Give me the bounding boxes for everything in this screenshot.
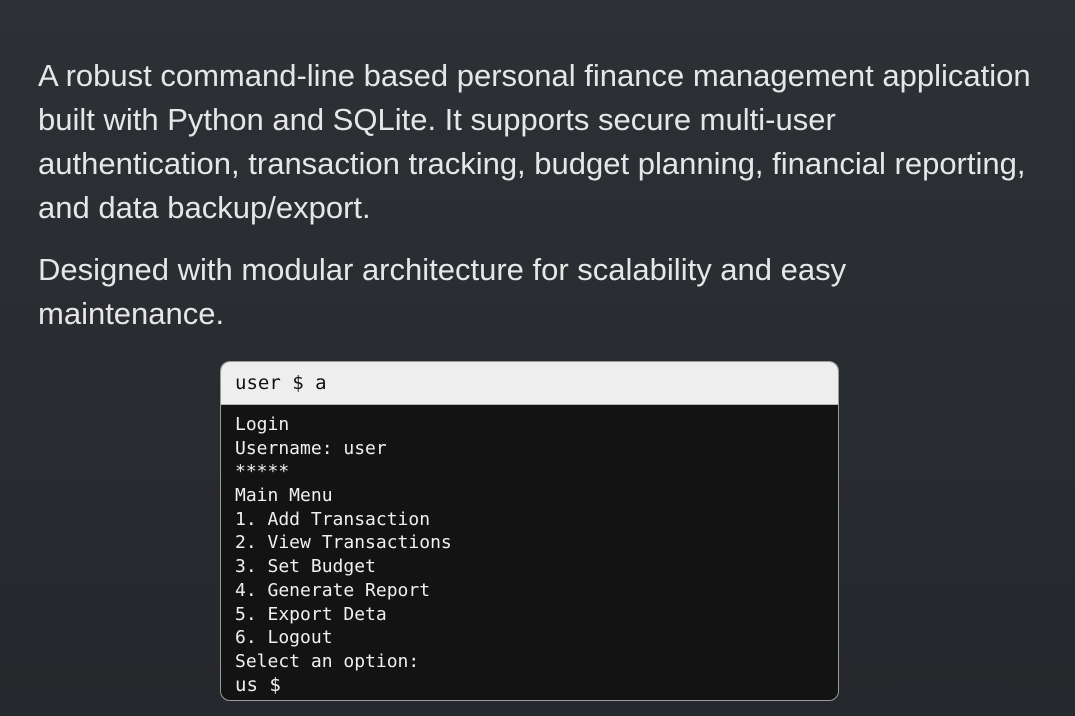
menu-option-view-transactions: 2. View Transactions	[235, 532, 452, 554]
terminal-titlebar: user $ a	[221, 362, 838, 405]
menu-option-logout: 6. Logout	[235, 627, 333, 649]
description-paragraph: Designed with modular architecture for s…	[38, 252, 847, 331]
menu-option-export-data: 5. Export Deta	[235, 603, 387, 625]
terminal-line-password: *****	[235, 461, 290, 483]
menu-option-set-budget: 3. Set Budget	[235, 556, 376, 578]
terminal-title: user $ a	[235, 372, 327, 394]
menu-option-generate-report: 4. Generate Report	[235, 579, 431, 601]
terminal-line-username: Username: user	[235, 437, 387, 459]
terminal-window: user $ a Login Username: user ***** Main…	[220, 361, 839, 701]
terminal-output[interactable]: Login Username: user ***** Main Menu 1. …	[221, 405, 838, 697]
terminal-line-main-menu: Main Menu	[235, 485, 333, 507]
project-description: A robust command-line based personal fin…	[38, 54, 1038, 336]
menu-option-add-transaction: 1. Add Transaction	[235, 508, 431, 530]
terminal-line-select: Select an option:	[235, 650, 420, 672]
description-paragraph: A robust command-line based personal fin…	[38, 58, 1031, 225]
terminal-line-login: Login	[235, 414, 290, 435]
terminal-prompt[interactable]: us $	[235, 673, 281, 696]
